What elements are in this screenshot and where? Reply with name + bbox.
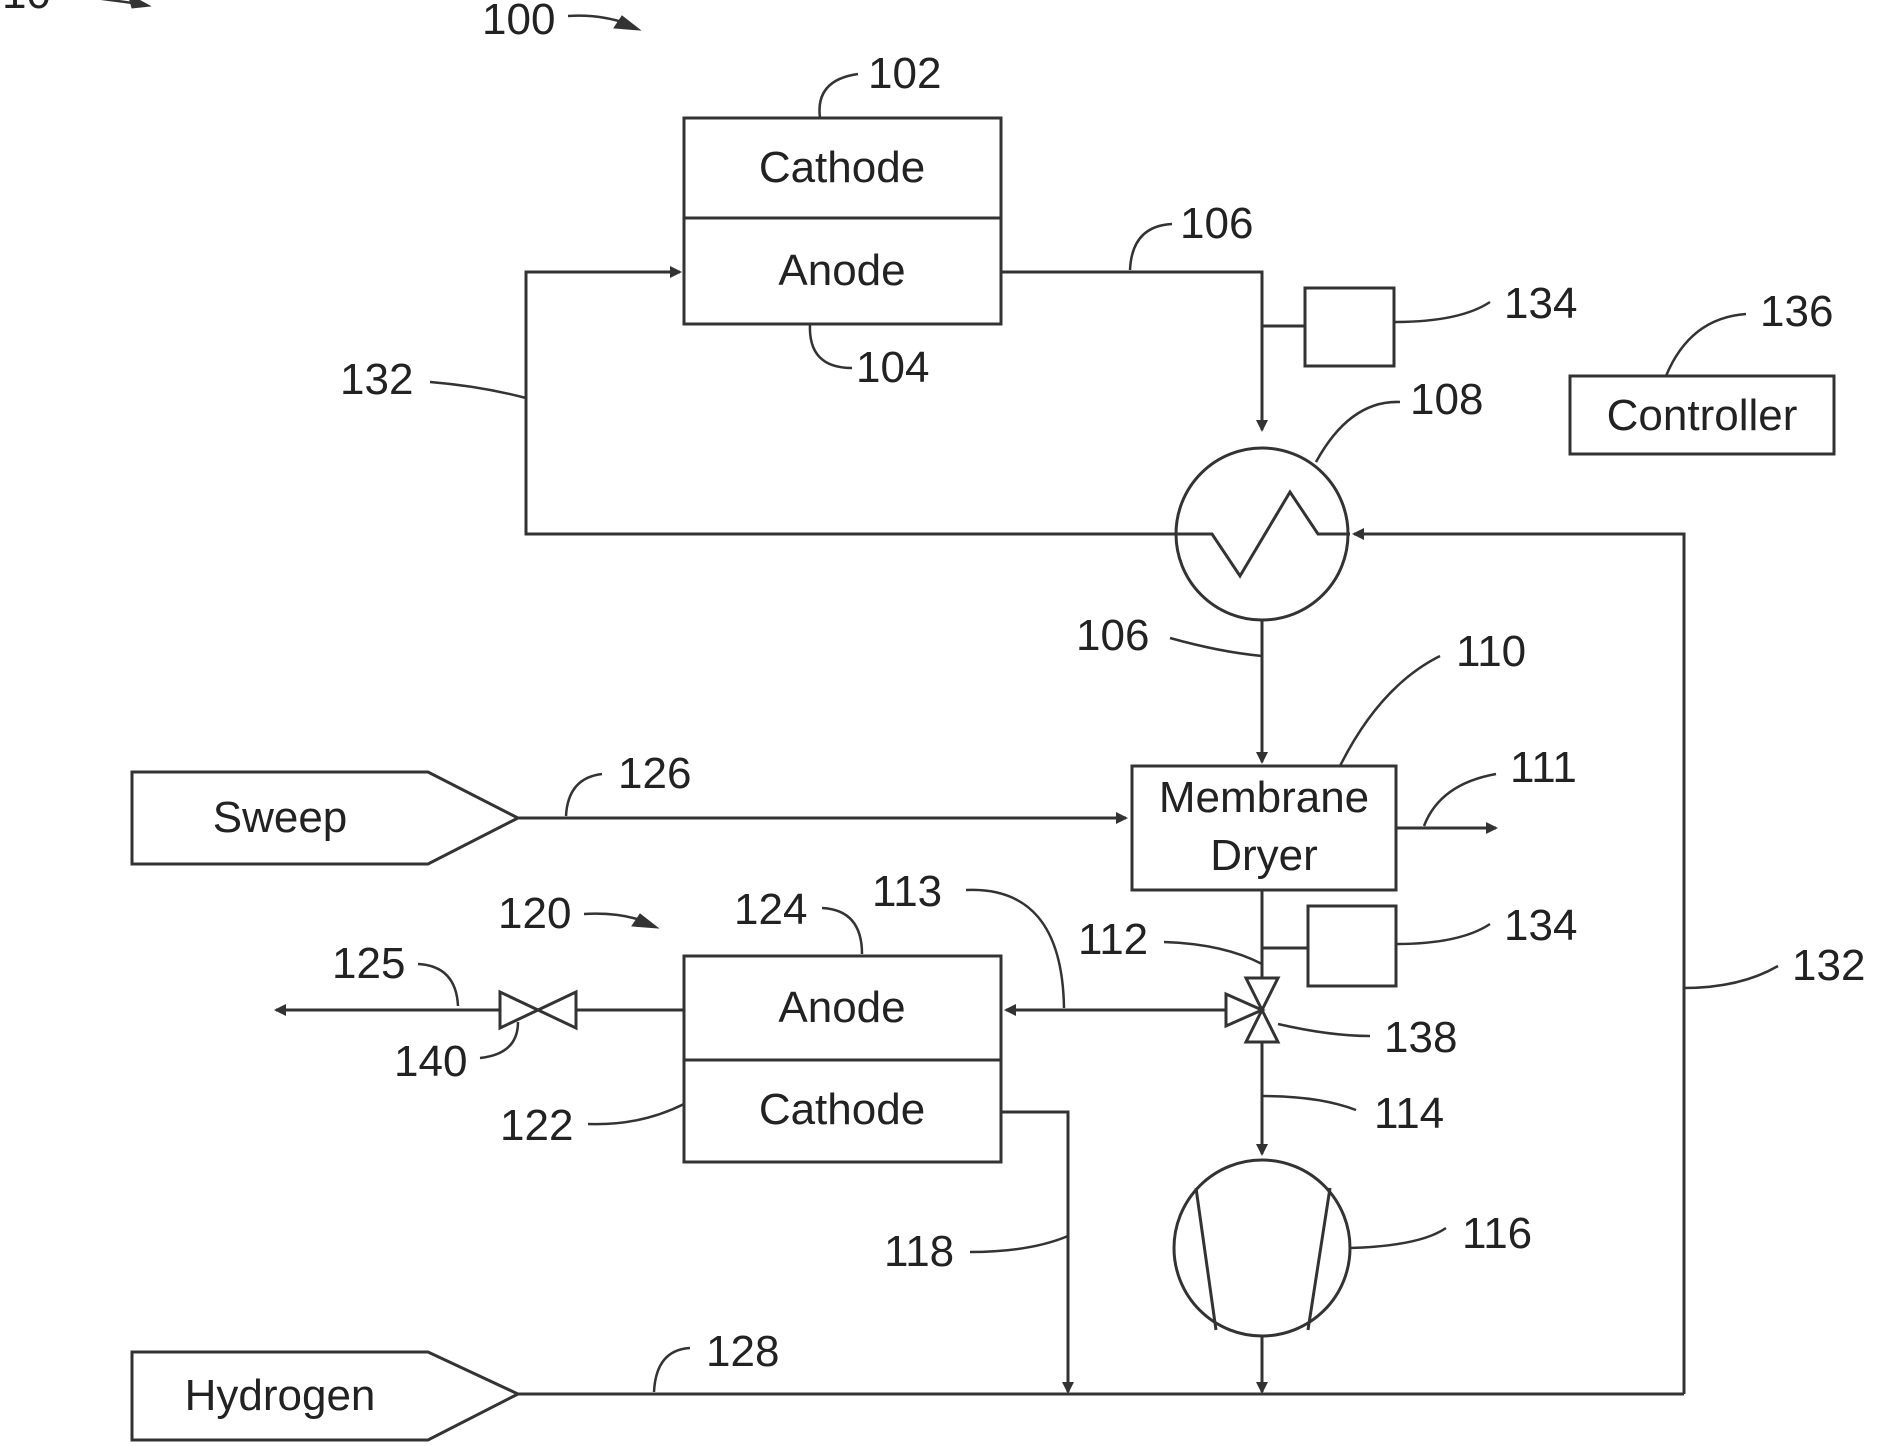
ref-134-upper: 134 — [1394, 279, 1577, 328]
svg-text:125: 125 — [332, 939, 405, 988]
svg-text:100: 100 — [482, 0, 555, 44]
ref-122: 122 — [500, 1101, 684, 1150]
ref-125: 125 — [332, 939, 458, 1006]
ref-100: 100 — [482, 0, 640, 44]
upper-cathode-label: Cathode — [759, 143, 925, 192]
svg-text:134: 134 — [1504, 901, 1577, 950]
ref-140: 140 — [394, 1022, 518, 1086]
ref-124: 124 — [734, 885, 862, 954]
svg-text:111: 111 — [1510, 743, 1577, 792]
upper-stack: Cathode Anode — [684, 118, 1001, 324]
ref-120: 120 — [498, 889, 658, 938]
ref-132-right: 132 — [1684, 941, 1865, 990]
lower-anode-label: Anode — [778, 983, 905, 1032]
line-118 — [1001, 1112, 1068, 1392]
ref-110: 110 — [1340, 627, 1526, 766]
hydrogen-label: Hydrogen — [185, 1371, 376, 1420]
svg-text:108: 108 — [1410, 375, 1483, 424]
sweep-label: Sweep — [213, 793, 348, 842]
membrane-dryer-label-2: Dryer — [1210, 831, 1318, 880]
ref-106-lower: 106 — [1076, 611, 1262, 660]
svg-text:136: 136 — [1760, 287, 1833, 336]
ref-114: 114 — [1262, 1089, 1444, 1138]
sensor-134-lower — [1308, 906, 1396, 986]
upper-anode-label: Anode — [778, 246, 905, 295]
ref-111: 111 — [1424, 743, 1577, 826]
svg-text:140: 140 — [394, 1037, 467, 1086]
valve-140 — [500, 992, 576, 1028]
svg-text:10: 10 — [2, 0, 51, 18]
ref-132-left: 132 — [340, 355, 526, 404]
ref-136: 136 — [1666, 287, 1833, 376]
ref-128: 128 — [654, 1327, 779, 1392]
sensor-134-upper — [1305, 288, 1394, 366]
svg-text:120: 120 — [498, 889, 571, 938]
svg-text:113: 113 — [872, 867, 942, 916]
three-way-valve-138 — [1226, 978, 1278, 1042]
compressor — [1174, 1160, 1350, 1336]
svg-text:132: 132 — [1792, 941, 1865, 990]
controller-label: Controller — [1607, 391, 1798, 440]
svg-text:104: 104 — [856, 343, 929, 392]
svg-text:124: 124 — [734, 885, 807, 934]
svg-text:114: 114 — [1374, 1089, 1444, 1138]
lower-stack: Anode Cathode — [684, 956, 1001, 1162]
ref-126: 126 — [566, 749, 691, 816]
lower-cathode-label: Cathode — [759, 1085, 925, 1134]
ref-138: 138 — [1278, 1013, 1457, 1062]
line-106-upper — [1001, 272, 1262, 430]
svg-text:102: 102 — [868, 49, 941, 98]
svg-text:134: 134 — [1504, 279, 1577, 328]
ref-112: 112 — [1078, 915, 1262, 964]
ref-10: 10 — [2, 0, 150, 18]
svg-text:122: 122 — [500, 1101, 573, 1150]
ref-106-upper: 106 — [1130, 199, 1253, 270]
svg-text:106: 106 — [1076, 611, 1149, 660]
ref-116: 116 — [1350, 1209, 1532, 1258]
svg-text:110: 110 — [1456, 627, 1526, 676]
ref-118: 118 — [884, 1227, 1068, 1276]
svg-text:128: 128 — [706, 1327, 779, 1376]
ref-134-lower: 134 — [1396, 901, 1577, 950]
svg-text:126: 126 — [618, 749, 691, 798]
svg-text:106: 106 — [1180, 199, 1253, 248]
membrane-dryer-label-1: Membrane — [1159, 773, 1369, 822]
ref-108: 108 — [1316, 375, 1483, 462]
svg-text:112: 112 — [1078, 915, 1148, 964]
svg-text:118: 118 — [884, 1227, 954, 1276]
svg-text:138: 138 — [1384, 1013, 1457, 1062]
ref-102: 102 — [819, 49, 941, 118]
ref-104: 104 — [810, 324, 930, 392]
svg-text:132: 132 — [340, 355, 413, 404]
svg-text:116: 116 — [1462, 1209, 1532, 1258]
